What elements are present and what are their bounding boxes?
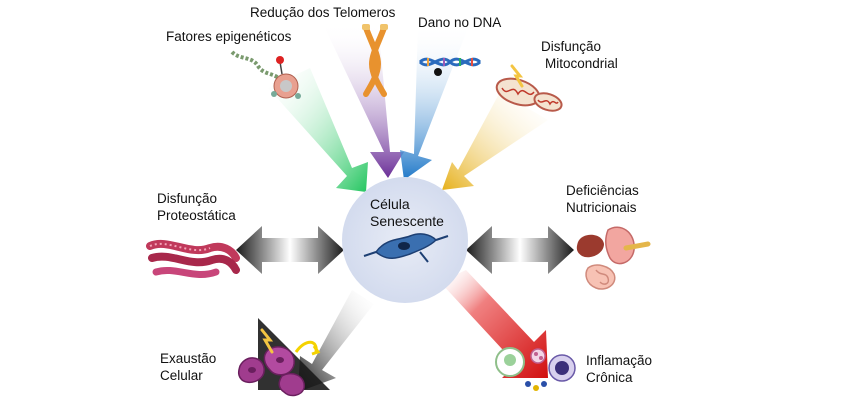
center-title-line1: Célula	[370, 196, 410, 212]
inflammation-label: Inflamação Crônica	[586, 352, 652, 386]
mitochondria-icon	[495, 64, 563, 112]
dna-methylation-icon	[230, 50, 301, 99]
center-title-line2: Senescente	[370, 213, 444, 229]
mitochondrial-label-line2: Mitocondrial	[545, 56, 618, 71]
exhaustion-label: Exaustão Celular	[160, 350, 216, 384]
proteostatic-double-arrow	[236, 226, 344, 274]
digestive-organs-icon	[576, 226, 651, 290]
proteostatic-label-line2: Proteostática	[157, 208, 236, 223]
nutritional-label-line1: Deficiências	[566, 183, 639, 198]
immune-cells-icon	[495, 347, 576, 391]
telomere-label: Redução dos Telomeros	[250, 5, 396, 20]
dna-helix-icon	[418, 57, 482, 76]
proteostatic-label-line1: Disfunção	[157, 191, 218, 206]
inflammation-arrow	[440, 270, 548, 378]
dividing-cells-icon	[237, 328, 321, 397]
mitochondrial-label: Disfunção Mitocondrial	[541, 38, 618, 72]
epigenetic-label: Fatores epigenéticos	[166, 29, 292, 44]
mitochondrial-label-line1: Disfunção	[541, 39, 602, 54]
exhaustion-label-line2: Celular	[160, 368, 203, 383]
exhaustion-arrow	[298, 290, 374, 392]
dna-damage-label: Dano no DNA	[418, 15, 502, 30]
dna-damage-arrow	[400, 24, 468, 180]
nutritional-label-line2: Nutricionais	[566, 200, 637, 215]
chromosome-icon	[362, 24, 388, 97]
protein-aggregate-icon	[146, 239, 240, 279]
inflammation-label-line1: Inflamação	[586, 353, 653, 368]
nutritional-label: Deficiências Nutricionais	[566, 182, 639, 216]
telomere-arrow	[322, 22, 404, 178]
nutritional-double-arrow	[466, 226, 574, 274]
center-title: Célula Senescente	[370, 196, 444, 230]
epigenetic-arrow	[268, 68, 368, 192]
proteostatic-label: Disfunção Proteostática	[157, 190, 236, 224]
mitochondrial-arrow	[442, 92, 548, 190]
senescent-cell-icon	[363, 233, 449, 263]
inflammation-label-line2: Crônica	[586, 370, 633, 385]
exhaustion-label-line1: Exaustão	[160, 351, 217, 366]
